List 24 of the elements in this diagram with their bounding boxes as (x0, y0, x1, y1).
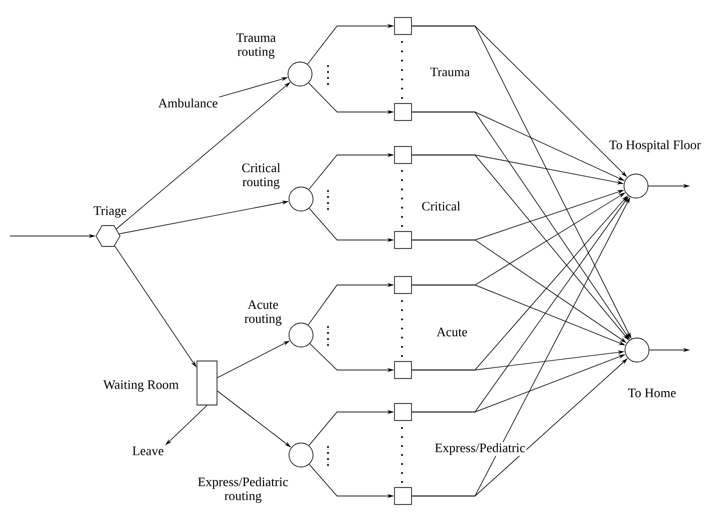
leave-label: Leave (132, 446, 164, 456)
server-box (394, 276, 412, 294)
server-box (394, 487, 412, 505)
node-label: To Home (628, 388, 676, 398)
node-label: Triage (94, 206, 126, 218)
group-label: Acute (436, 326, 468, 338)
server-box (394, 103, 412, 121)
node-label: Trauma routing (236, 33, 276, 59)
server-box (394, 17, 412, 35)
triage-hexagon: Triage (94, 206, 126, 247)
group-label: Critical (420, 200, 462, 212)
server-box (394, 361, 412, 379)
node-label: Critical routing (242, 163, 280, 189)
server-box (394, 231, 412, 249)
server-box (394, 146, 412, 164)
node-label: Acute routing (244, 300, 282, 326)
ambulance-label: Ambulance (158, 98, 218, 108)
waiting-room-box: Waiting Room (103, 360, 218, 406)
node-label: Waiting Room (103, 380, 179, 392)
node-label: Express/Pediatric routing (198, 477, 288, 503)
group-label: Trauma (429, 66, 471, 78)
server-box (394, 403, 412, 421)
group-label: Express/Pediatric (434, 442, 526, 456)
node-label: To Hospital Floor (609, 140, 701, 152)
